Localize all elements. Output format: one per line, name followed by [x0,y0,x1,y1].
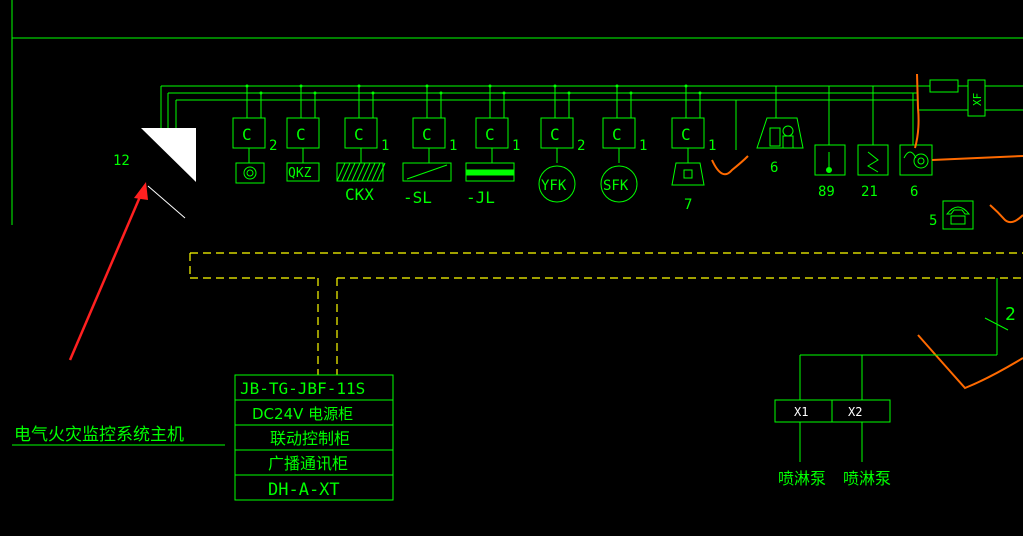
device-count-manual-alarm: 6 [770,160,778,176]
bell-icon [899,144,933,176]
module-1: C2 [232,84,277,184]
smoke-detector-icon [235,162,265,184]
pump-cell-x1: X1 [794,405,808,419]
module-letter: C [612,125,622,144]
cabinet-broadcast: 广播通讯柜 [268,454,348,473]
ckx-hatched-box-icon [336,162,386,182]
module-count: 1 [449,138,457,154]
device-count-flame-detector: 21 [861,184,878,200]
cabinet-table [234,374,394,501]
module-device-label: -SL [403,188,432,207]
red-pointer-arrow [68,182,148,361]
heat-detector-icon [814,144,846,176]
cabinet-dh: DH-A-XT [268,480,340,500]
cabinet-model: JB-TG-JBF-11S [240,379,365,398]
module-2: C QKZ [286,84,320,182]
jl-box-icon [465,162,515,182]
flame-detector-icon [857,144,889,176]
module-count: 1 [639,138,647,154]
module-count: 1 [381,138,389,154]
telephone-icon [942,200,974,230]
pump-label-1: 喷淋泵 [778,469,826,488]
module-count: 1 [512,138,520,154]
xf-terminal-box [929,79,986,117]
bus-lines [160,85,1023,128]
module-letter: C [422,125,432,144]
horn-icon [671,162,705,186]
module-count: 2 [577,138,585,154]
module-device-label: YFK [541,178,567,194]
module-letter: C [550,125,560,144]
module-letter: C [485,125,495,144]
host-terminal-count: 12 [113,153,130,169]
device-count-telephone: 5 [929,213,937,229]
pump-cell-x2: X2 [848,405,862,419]
module-letter: C [296,125,306,144]
module-count: 1 [708,138,716,154]
pump-branch-wiring [774,278,1009,462]
module-letter: C [681,125,691,144]
pump-label-2: 喷淋泵 [843,469,891,488]
yfk-circle-icon [538,165,576,203]
module-count: 2 [269,138,277,154]
module-8: C 1 7 [671,84,716,213]
orange-markup-strokes [711,73,1023,390]
host-caption: 电气火灾监控系统主机 [14,425,184,445]
module-device-label: SFK [603,178,629,194]
sfk-circle-icon [600,165,638,203]
host-terminal-block [141,128,196,219]
device-count-bell: 6 [910,184,918,200]
module-device-label: -JL [466,188,495,207]
module-device-label: QKZ [288,166,312,181]
cabinet-power: DC24V 电源柜 [252,405,353,423]
manual-alarm-icon [756,117,804,149]
dashed-signal-bus [189,252,1023,375]
module-letter: C [354,125,364,144]
sl-box-icon [402,162,452,182]
xf-box-label: XF [971,93,984,106]
module-device-label: 7 [684,197,692,213]
right-device-drops [735,86,914,150]
cabinet-linkage: 联动控制柜 [270,429,350,448]
module-5: C 1 -JL [465,84,520,207]
module-letter: C [242,125,252,144]
module-4: C 1 -SL [402,84,457,207]
qkz-box-icon [286,162,320,182]
device-count-heat-detector: 89 [818,184,835,200]
branch-count: 2 [1005,304,1016,325]
module-device-label: CKX [345,185,374,204]
